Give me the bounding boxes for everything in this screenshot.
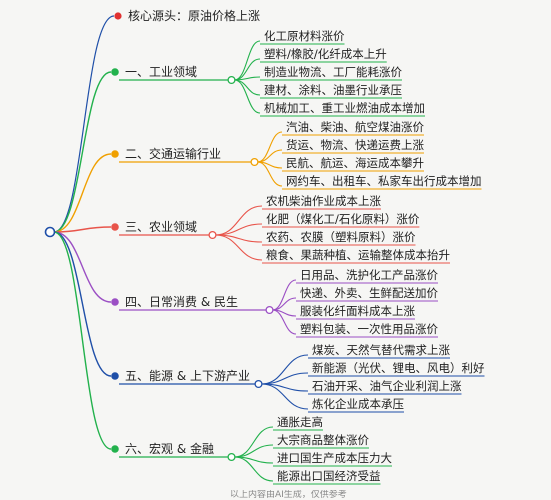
root-connector xyxy=(53,15,115,233)
branch-node-agriculture[interactable]: 三、农业领域 xyxy=(125,220,197,234)
branch-node-industry[interactable]: 一、工业领域 xyxy=(125,65,197,79)
leaf-node-consumption-2[interactable]: 服装化纤面料成本上涨 xyxy=(300,304,415,318)
branch-dot-transport xyxy=(111,150,119,158)
leaf-node-macro-2[interactable]: 进口国生产成本压力大 xyxy=(277,451,392,465)
leaf-node-energy-1[interactable]: 新能源（光伏、锂电、风电）利好 xyxy=(312,361,485,375)
leaf-node-industry-0[interactable]: 化工原材料涨价 xyxy=(264,29,345,43)
leaf-connector-energy-3 xyxy=(261,383,309,410)
branch-node-transport[interactable]: 二、交通运输行业 xyxy=(125,146,221,161)
leaf-node-consumption-0[interactable]: 日用品、洗护化工产品涨价 xyxy=(300,268,438,282)
leaf-connector-agriculture-1 xyxy=(215,223,263,236)
leaf-connector-macro-3 xyxy=(234,456,274,482)
branch-dot-macro xyxy=(111,445,119,453)
leaf-node-consumption-1[interactable]: 快递、外卖、生鲜配送加价 xyxy=(300,286,438,300)
leaf-node-agriculture-1[interactable]: 化肥（煤化工/石化原料）涨价 xyxy=(266,212,420,226)
leaf-node-energy-0[interactable]: 煤炭、天然气替代需求上涨 xyxy=(312,343,450,357)
leaf-node-transport-3[interactable]: 网约车、出租车、私家车出行成本增加 xyxy=(286,174,482,188)
branch-dot-energy xyxy=(111,372,119,380)
leaf-connector-macro-0 xyxy=(234,426,274,458)
leaf-connector-energy-0 xyxy=(261,354,309,385)
leaf-node-consumption-3[interactable]: 塑料包装、一次性用品涨价 xyxy=(300,322,438,336)
leaf-connector-agriculture-3 xyxy=(215,234,263,261)
branch-node-energy[interactable]: 五、能源 & 上下游产业 xyxy=(125,369,250,383)
leaf-node-transport-0[interactable]: 汽油、柴油、航空煤油涨价 xyxy=(286,120,424,134)
branch-dot-agriculture xyxy=(111,223,119,231)
leaf-node-industry-1[interactable]: 塑料/橡胶/化纤成本上升 xyxy=(264,47,387,61)
leaf-node-transport-2[interactable]: 民航、航运、海运成本攀升 xyxy=(286,156,424,170)
leaf-node-industry-3[interactable]: 建材、涂料、油墨行业承压 xyxy=(264,83,402,97)
leaf-node-industry-2[interactable]: 制造业物流、工厂能耗涨价 xyxy=(264,65,402,79)
leaf-connector-transport-0 xyxy=(257,131,283,163)
leaf-connector-agriculture-0 xyxy=(215,205,263,236)
branch-hub-energy[interactable] xyxy=(254,379,263,389)
leaf-connector-industry-3 xyxy=(234,79,261,96)
branch-connector-macro xyxy=(53,231,112,450)
leaf-connector-transport-1 xyxy=(257,149,283,163)
leaf-node-industry-4[interactable]: 机械加工、重工业燃油成本增加 xyxy=(264,101,425,115)
leaf-connector-transport-3 xyxy=(257,161,283,187)
branch-hub-macro[interactable] xyxy=(227,452,236,462)
leaf-connector-consumption-1 xyxy=(272,297,297,311)
branch-connector-agriculture xyxy=(53,226,112,233)
branch-connector-consumption xyxy=(53,231,112,303)
branch-connector-industry xyxy=(53,71,112,233)
leaf-connector-consumption-3 xyxy=(272,309,297,335)
branch-node-macro[interactable]: 六、宏观 & 金融 xyxy=(125,441,214,456)
leaf-connector-industry-4 xyxy=(234,79,261,114)
leaf-node-agriculture-2[interactable]: 农药、农膜（塑料原料）涨价 xyxy=(266,230,416,244)
branch-connector-transport xyxy=(53,153,112,233)
leaf-node-macro-1[interactable]: 大宗商品整体涨价 xyxy=(277,433,369,447)
leaf-node-macro-0[interactable]: 通胀走高 xyxy=(277,415,323,429)
root-node[interactable]: 核心源头：原油价格上涨 xyxy=(128,8,260,23)
branch-node-consumption[interactable]: 四、日常消费 & 民生 xyxy=(125,295,238,309)
leaf-node-agriculture-3[interactable]: 粮食、果蔬种植、运输整体成本抬升 xyxy=(266,248,450,262)
branch-connector-energy xyxy=(53,231,112,377)
leaf-node-agriculture-0[interactable]: 农机柴油作业成本上涨 xyxy=(266,194,381,208)
branch-hub-industry[interactable] xyxy=(227,75,236,85)
connector-lines xyxy=(53,15,485,485)
leaf-node-macro-3[interactable]: 能源出口国经济受益 xyxy=(277,469,381,483)
branch-hub-agriculture[interactable] xyxy=(208,230,217,240)
root-anchor-dot[interactable] xyxy=(44,226,56,238)
leaf-connector-consumption-0 xyxy=(272,279,297,311)
leaf-node-energy-3[interactable]: 炼化企业成本承压 xyxy=(312,397,404,411)
leaf-connector-energy-1 xyxy=(261,372,309,385)
leaf-node-energy-2[interactable]: 石油开采、油气企业利润上涨 xyxy=(312,379,462,393)
branch-hub-transport[interactable] xyxy=(250,157,259,167)
branch-hub-consumption[interactable] xyxy=(265,305,274,315)
leaf-node-transport-1[interactable]: 货运、物流、快递运费上涨 xyxy=(286,138,424,152)
root-dot xyxy=(114,12,122,20)
leaf-connector-industry-0 xyxy=(234,40,261,81)
branch-dot-industry xyxy=(111,68,119,76)
leaf-connector-macro-1 xyxy=(234,444,274,458)
footer-note: 以上内容由AI生成，仅供参考 xyxy=(230,490,347,500)
branch-dot-consumption xyxy=(111,298,119,306)
